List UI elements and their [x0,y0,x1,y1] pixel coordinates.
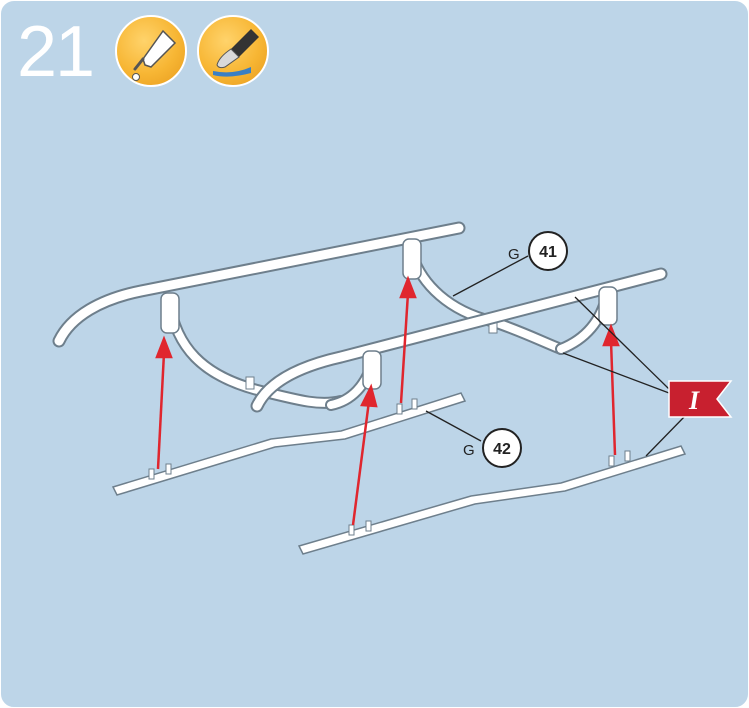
callout-number: 41 [539,244,557,261]
callout-leaders [426,256,686,456]
flag-label: I [688,386,700,415]
flag-marker: I [669,381,731,417]
callout-number: 42 [493,441,511,458]
frame-bracket [599,287,617,325]
frame-bracket [161,293,179,333]
frame-peg [246,377,254,389]
callout-part-41: G 41 [508,232,567,270]
callout-letter: G [508,246,520,263]
frame-bracket [403,239,421,279]
callout-letter: G [463,442,475,459]
frame-bracket [363,351,381,389]
callout-part-42: G 42 [463,429,521,467]
